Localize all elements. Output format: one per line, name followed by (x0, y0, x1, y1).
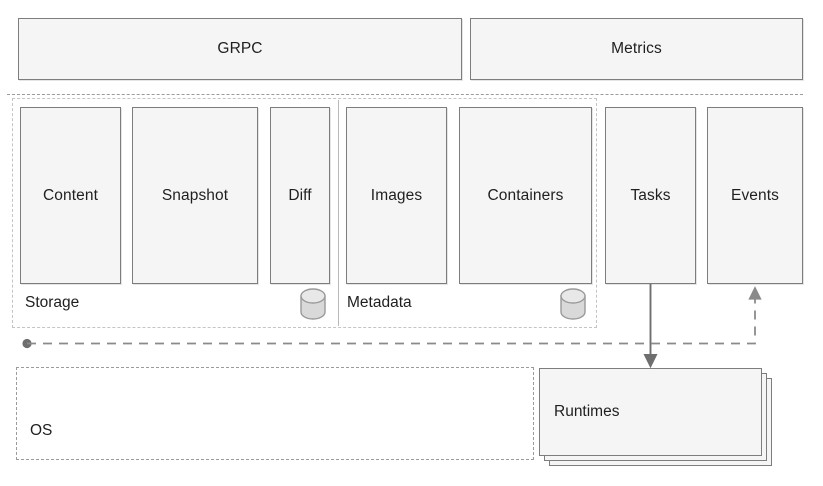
grpc-block[interactable]: GRPC (18, 18, 462, 80)
grpc-label: GRPC (217, 40, 263, 57)
events-label: Events (731, 186, 779, 204)
module-content[interactable]: Content (20, 107, 121, 284)
module-images[interactable]: Images (346, 107, 447, 284)
module-snapshot[interactable]: Snapshot (132, 107, 258, 284)
metrics-block[interactable]: Metrics (470, 18, 803, 80)
os-block[interactable] (16, 367, 534, 460)
metadata-database-cylinder-icon (559, 288, 587, 320)
runtimes-stack-layer-front: Runtimes (539, 368, 762, 456)
images-label: Images (370, 186, 423, 204)
metrics-label: Metrics (611, 40, 662, 57)
storage-database-cylinder-icon (299, 288, 327, 320)
runtimes-block[interactable]: Runtimes (539, 368, 772, 466)
content-label: Content (43, 186, 98, 204)
os-label: OS (30, 422, 53, 439)
containers-label: Containers (487, 186, 564, 204)
tasks-label: Tasks (630, 186, 671, 204)
snapshot-label: Snapshot (161, 186, 229, 204)
module-containers[interactable]: Containers (459, 107, 592, 284)
metadata-group-label: Metadata (347, 294, 412, 311)
storage-metadata-divider (338, 100, 339, 326)
diff-label: Diff (288, 186, 312, 204)
storage-group-label: Storage (25, 294, 80, 311)
module-tasks[interactable]: Tasks (605, 107, 696, 284)
module-events[interactable]: Events (707, 107, 803, 284)
module-diff[interactable]: Diff (270, 107, 330, 284)
runtimes-label: Runtimes (554, 403, 620, 420)
core-band-outline (7, 94, 803, 337)
